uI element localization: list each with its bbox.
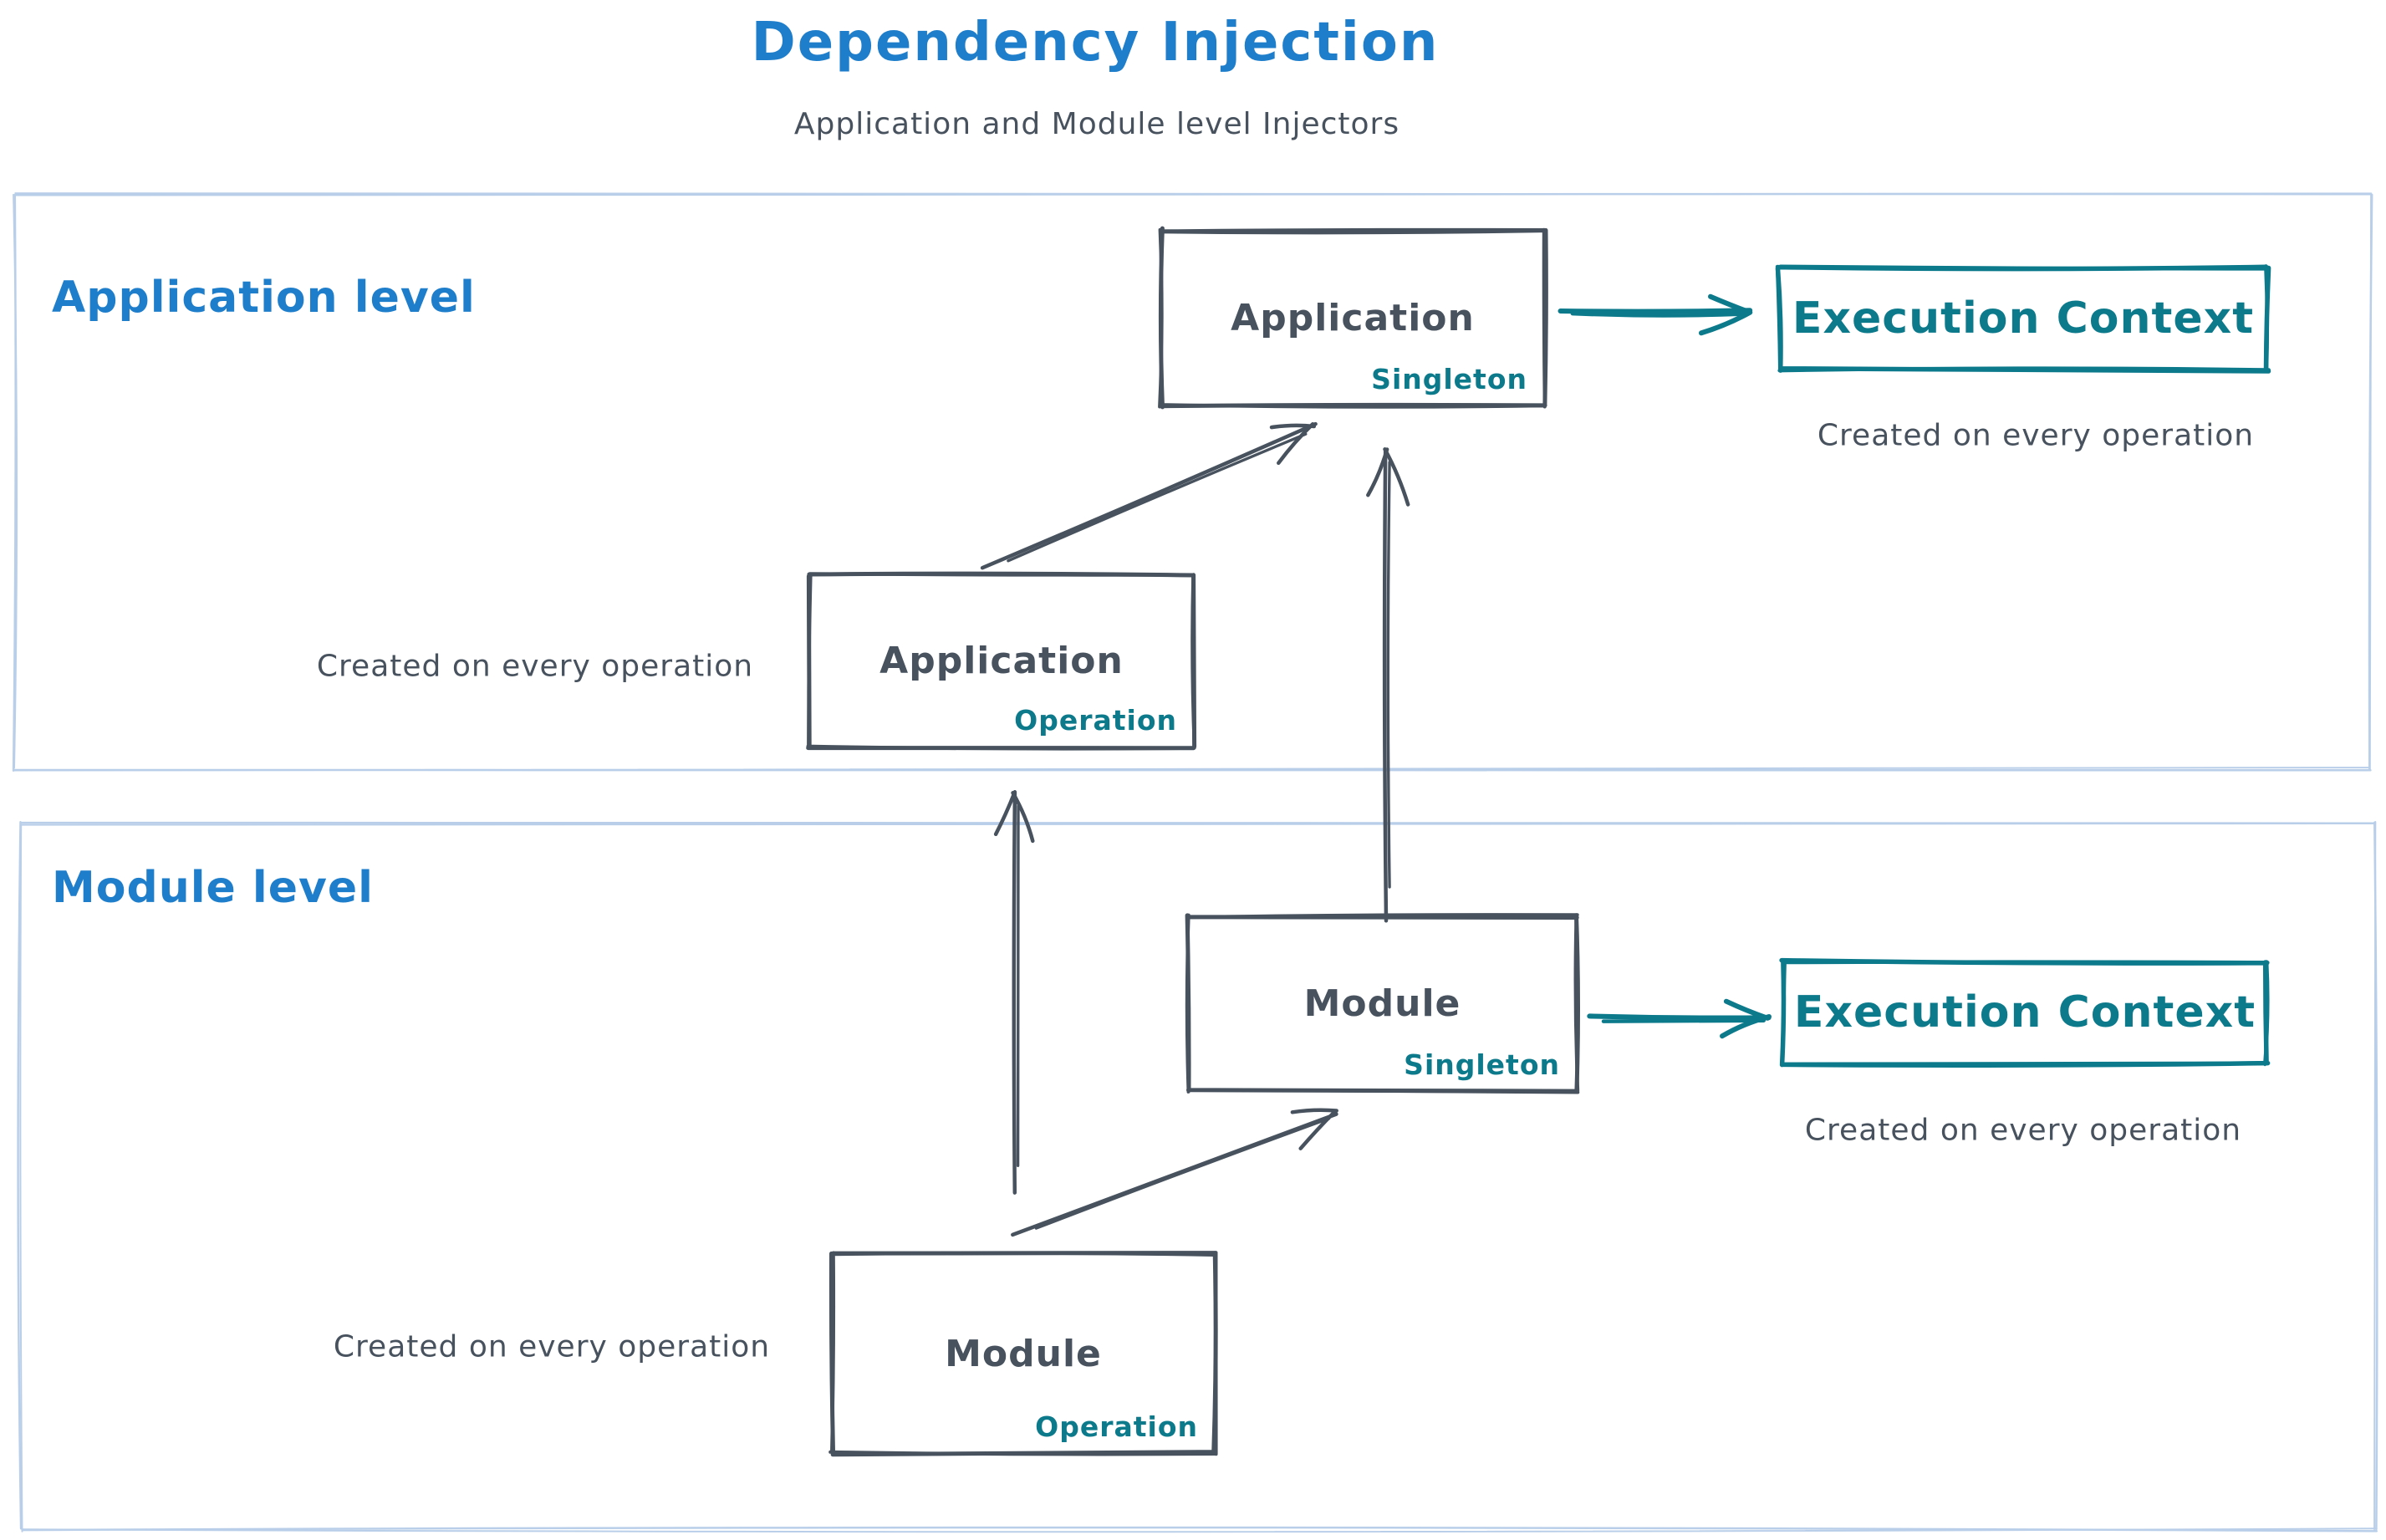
application-execution-context-border bbox=[1775, 264, 2271, 373]
module-operation-box-border bbox=[828, 1251, 1218, 1456]
module-operation-note: Created on every operation bbox=[333, 1329, 771, 1364]
diagram-title: Dependency Injection bbox=[751, 12, 1440, 74]
application-operation-box-border bbox=[806, 572, 1196, 751]
application-operation-to-singleton-arrow-head bbox=[1269, 423, 1317, 430]
module-operation-to-singleton-arrow bbox=[1034, 1117, 1331, 1230]
module-execution-context-border bbox=[1781, 960, 2270, 1067]
diagram-subtitle: Application and Module level Injectors bbox=[793, 107, 1400, 141]
module-singleton-to-execution-context-arrow bbox=[1587, 1013, 1772, 1021]
application-singleton-to-execution-context-arrow bbox=[1570, 311, 1746, 318]
module-operation-scope-label: Operation bbox=[1035, 1410, 1198, 1443]
module-execution-context-note: Created on every operation bbox=[1804, 1113, 2242, 1148]
module-execution-context-box: Execution Context bbox=[1793, 987, 2256, 1038]
module-singleton-box-border bbox=[1185, 913, 1580, 1094]
application-singleton-to-execution-context-arrow-head bbox=[1708, 293, 1751, 314]
application-singleton-to-execution-context-arrow-head bbox=[1699, 309, 1753, 336]
application-singleton-box-border bbox=[1158, 226, 1548, 410]
application-operation-note: Created on every operation bbox=[316, 649, 754, 684]
application-level-label: Application level bbox=[52, 273, 476, 323]
module-level-label: Module level bbox=[52, 863, 374, 913]
application-section-frame bbox=[12, 192, 2373, 773]
application-singleton-scope-label: Singleton bbox=[1371, 363, 1527, 395]
module-operation-to-application-operation-arrow bbox=[1016, 804, 1020, 1167]
application-execution-context-note: Created on every operation bbox=[1817, 418, 2255, 453]
module-singleton-to-execution-context-arrow-head bbox=[1723, 998, 1771, 1021]
application-operation-title: Application bbox=[879, 640, 1124, 682]
application-singleton-box-border bbox=[1158, 227, 1547, 409]
application-singleton-to-execution-context-arrow bbox=[1558, 308, 1753, 314]
application-operation-box: Application Operation bbox=[809, 575, 1194, 747]
application-operation-scope-label: Operation bbox=[1014, 704, 1177, 737]
module-singleton-title: Module bbox=[1303, 982, 1461, 1025]
module-operation-to-application-operation-arrow bbox=[1012, 790, 1017, 1195]
module-singleton-scope-label: Singleton bbox=[1404, 1048, 1560, 1081]
application-operation-to-singleton-arrow bbox=[980, 421, 1318, 570]
application-singleton-box: Application Singleton bbox=[1161, 230, 1544, 405]
module-operation-to-application-operation-arrow-head bbox=[1011, 791, 1035, 844]
module-operation-title: Module bbox=[945, 1332, 1102, 1375]
application-operation-to-singleton-arrow bbox=[1007, 432, 1308, 563]
module-singleton-to-application-singleton-arrow bbox=[1382, 447, 1389, 923]
module-singleton-to-application-singleton-arrow bbox=[1386, 461, 1391, 889]
module-singleton-box: Module Singleton bbox=[1188, 916, 1577, 1091]
module-operation-to-singleton-arrow-head bbox=[1290, 1108, 1338, 1114]
module-singleton-box-border bbox=[1185, 913, 1581, 1094]
module-singleton-to-application-singleton-arrow-head bbox=[1366, 447, 1389, 497]
module-section-frame bbox=[17, 820, 2378, 1532]
module-operation-to-singleton-arrow-head bbox=[1298, 1109, 1337, 1150]
module-singleton-to-execution-context-arrow bbox=[1601, 1018, 1766, 1023]
module-operation-box: Module Operation bbox=[832, 1254, 1215, 1453]
application-execution-context-box: Execution Context bbox=[1792, 293, 2255, 344]
application-singleton-title: Application bbox=[1231, 296, 1475, 339]
module-operation-to-application-operation-arrow-head bbox=[993, 791, 1017, 837]
